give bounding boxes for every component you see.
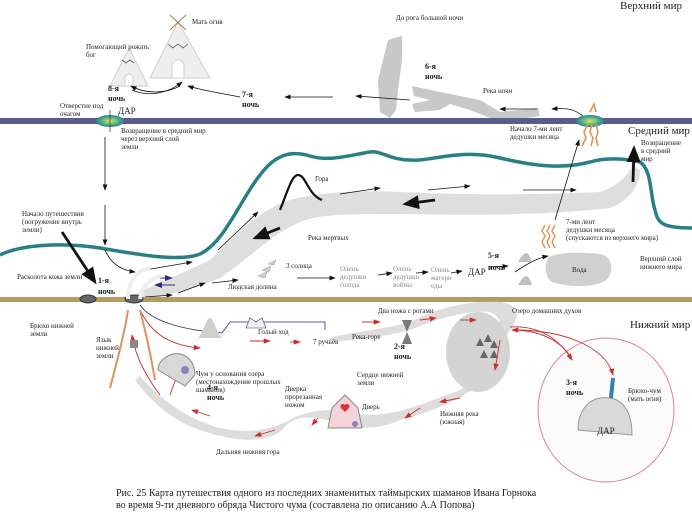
upper-world-arrows	[130, 81, 586, 119]
bell-hill-icon	[198, 318, 222, 338]
middle-world-arrows	[102, 137, 580, 298]
water-label: Вода	[572, 266, 587, 274]
moon-ribbons-icon	[581, 101, 599, 147]
lower-world-label: Нижний мир	[630, 319, 691, 331]
river-of-dead-label: Река мертвых	[308, 234, 349, 242]
middle-world-label: Средний мир	[628, 125, 690, 137]
lower-river-label: Нижняя река (южная)	[440, 410, 479, 426]
childbirth-goddess-label: Помогающий рожать бог	[86, 43, 150, 59]
stomach-earth-label: Язык нижней земли	[96, 336, 119, 360]
water-shape	[545, 252, 612, 287]
night-6-label: 6-я ночь	[425, 62, 443, 81]
seven-streams-label: 7 ручьёв	[313, 338, 339, 346]
caption-line-2: во время 9-ти дневного обряда Чистого чу…	[116, 500, 475, 511]
heart-icon	[340, 404, 350, 412]
lower-world-boundary	[0, 297, 692, 302]
to-night-river-label: До рога большой ночи	[396, 14, 464, 22]
river-of-dead-shape	[130, 165, 640, 302]
heart-earth-label: Сердце нижней земли	[357, 371, 404, 387]
bold-arrows	[60, 145, 641, 285]
door-icon	[352, 421, 358, 427]
night-river-shape	[378, 36, 540, 122]
hearth-hole-label: Отверстие под очагом	[60, 102, 104, 118]
upper-world-boundary	[0, 118, 692, 124]
door-label: Дверь	[362, 403, 380, 411]
return-middle-world-label: Возвращение в средний мир	[641, 139, 681, 163]
dar-upper-label: ДАР	[118, 106, 136, 116]
night-3-label: 3-я ночь	[566, 378, 584, 397]
mother-fire-label: Мать огня	[192, 18, 223, 26]
three-suns-icon	[257, 259, 277, 279]
seven-ribbons-icon	[541, 224, 556, 249]
far-lower-mountain-label: Дальняя нижняя гора	[216, 448, 280, 456]
river-sorrow-label: Река-горе	[352, 333, 381, 341]
lower-path-line	[139, 304, 326, 334]
deer-food-label: Олень матери еды	[431, 266, 452, 290]
seven-ribbons-label: 7-ми лент дедушки месяца (спускаются из …	[566, 218, 659, 242]
mountain-label: Гора	[315, 175, 329, 183]
mountain-icon	[278, 173, 323, 211]
dome-chum-icon	[577, 396, 633, 436]
night-5-label: 5-я ночь	[488, 251, 506, 272]
hill-icon-lower	[518, 276, 532, 285]
dar-lower-label: ДАР	[597, 426, 615, 436]
moon-hole-icon	[576, 115, 604, 127]
knives-icon	[402, 320, 412, 344]
upper-world-label: Верхний мир	[620, 0, 682, 12]
night-7-label: 7-я ночь	[242, 90, 260, 109]
human-valley-label: Людская долина	[228, 283, 277, 291]
night-4-label: 4-я ночь	[207, 383, 225, 402]
lake-ancestors-label: Озеро домашних духов	[512, 307, 582, 315]
hanging-spot-label: Голый ход	[258, 328, 289, 336]
lake-ancestors-shape	[446, 312, 510, 392]
dar-middle-label: ДАР	[468, 267, 486, 277]
hill-icon-upper	[518, 253, 532, 262]
igloo-icon	[245, 317, 267, 329]
return-middle-upper-label: Возвращение в средний мир через верхний …	[121, 127, 206, 151]
night-8-label: 8-я ночь	[108, 84, 126, 103]
pink-tent-label: Дверка прорезанная ножом	[285, 385, 323, 409]
deer-war-label: Олень дедушки войны	[393, 265, 420, 289]
start-7-ribbons-label: Начало 7-ми лент дедушки месяца	[510, 125, 563, 141]
childbirth-goddess-tent-icon	[109, 46, 149, 87]
start-journey-label: Начало путешествия (погружение внутрь зе…	[22, 210, 84, 234]
two-knives-label: Два ножа с рогами	[378, 307, 434, 315]
night-1-label: 1-я ночь	[98, 276, 116, 296]
earth-cover-label: Расколота кожа земли	[17, 273, 83, 281]
belly-earth-label: Брюхо нижней земли	[30, 322, 74, 338]
chum-lake-icon	[157, 353, 196, 387]
lake-spirits-icons	[476, 334, 498, 358]
upper-layer-lower-label: Верхний слой нижнего мира	[640, 255, 682, 271]
deer-cold-label: Олень дедушки голода	[340, 265, 367, 289]
earth-hole-left-icon	[79, 294, 97, 304]
figure-caption: Рис. 25 Карта путешествия одного из посл…	[116, 488, 656, 512]
lower-river-shape	[135, 301, 517, 440]
night-2-label: 2-я ночь	[394, 342, 412, 361]
stomach-icon	[130, 340, 138, 348]
three-suns-label: 3 солнца	[286, 262, 312, 270]
night-river-label: Река ночи	[483, 87, 513, 95]
mother-fire-tent-icon	[149, 14, 211, 79]
chum-lake-label: Чум у основания озера (местонахождение п…	[196, 370, 281, 394]
bird-chum-label: Брюхо-чум (мать огня)	[628, 387, 662, 403]
stomach-ribbons	[109, 309, 156, 389]
caption-line-1: Рис. 25 Карта путешествия одного из посл…	[116, 488, 537, 499]
